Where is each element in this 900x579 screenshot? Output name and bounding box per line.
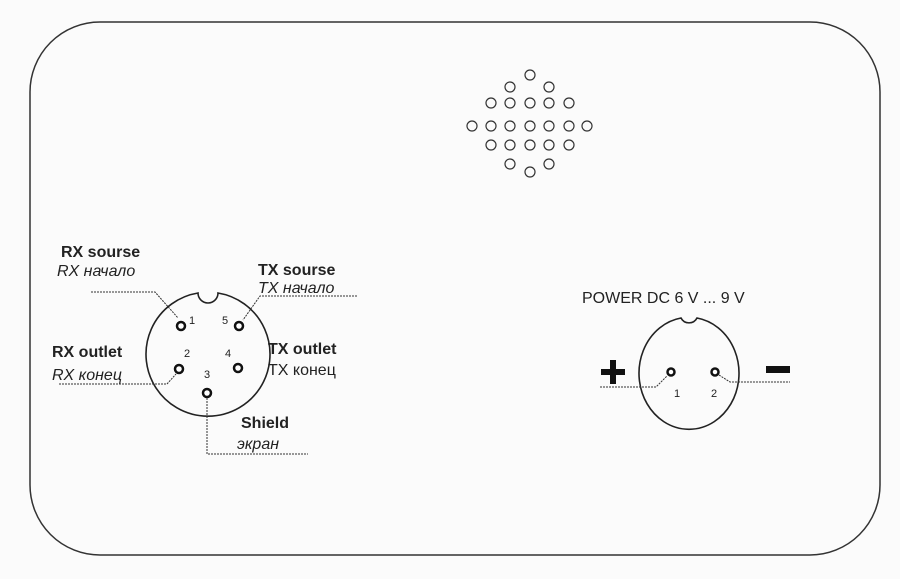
pin-label-4: 4 xyxy=(225,348,231,360)
grille-hole xyxy=(524,139,536,151)
pin-label-2: 2 xyxy=(184,348,190,360)
grille-hole xyxy=(543,81,555,93)
rx-source-label: RX sourse xyxy=(61,244,140,261)
grille-hole xyxy=(504,120,516,132)
power-connector: POWER DC 6 V ... 9 V 1 2 + − xyxy=(582,290,790,431)
grille-hole xyxy=(563,120,575,132)
connector-body xyxy=(145,292,271,417)
pin-1 xyxy=(175,320,187,332)
grille-hole xyxy=(485,139,497,151)
grille-hole xyxy=(581,120,593,132)
pin-1 xyxy=(666,367,676,377)
pin-2 xyxy=(173,363,185,375)
grille-hole xyxy=(543,97,555,109)
pin-label-3: 3 xyxy=(204,369,210,381)
pin-label-1: 1 xyxy=(189,315,195,327)
grille-hole xyxy=(543,120,555,132)
pin-5 xyxy=(233,320,245,332)
grille-hole xyxy=(504,139,516,151)
grille-hole xyxy=(504,158,516,170)
grille-hole xyxy=(563,97,575,109)
speaker-grille xyxy=(466,69,593,178)
rx-outlet-ru-label: RX конец xyxy=(52,367,122,384)
pin-3 xyxy=(201,387,213,399)
grille-hole xyxy=(485,97,497,109)
grille-hole xyxy=(524,120,536,132)
tx-outlet-ru-label: TX конец xyxy=(268,362,336,379)
power-title: POWER DC 6 V ... 9 V xyxy=(582,290,745,307)
minus-icon xyxy=(766,366,790,373)
grille-hole xyxy=(524,97,536,109)
pin-4 xyxy=(232,362,244,374)
grille-hole xyxy=(466,120,478,132)
connector-body xyxy=(638,317,740,431)
grille-hole xyxy=(543,158,555,170)
rx-source-ru-label: RX начало xyxy=(57,263,135,280)
grille-hole xyxy=(524,166,536,178)
rx-outlet-label: RX outlet xyxy=(52,344,123,361)
pin-label-5: 5 xyxy=(222,315,228,327)
shield-ru-label: экран xyxy=(237,436,279,453)
grille-hole xyxy=(504,81,516,93)
pin-label-1: 1 xyxy=(674,388,680,400)
tx-outlet-label: TX outlet xyxy=(268,341,337,358)
grille-hole xyxy=(524,69,536,81)
grille-hole xyxy=(485,120,497,132)
pin-label-2: 2 xyxy=(711,388,717,400)
pin-2 xyxy=(710,367,720,377)
signal-connector: 1 2 3 4 5 RX sourse RX начало TX sourse … xyxy=(52,244,357,455)
grille-hole xyxy=(563,139,575,151)
grille-hole xyxy=(543,139,555,151)
shield-label: Shield xyxy=(241,415,289,432)
panel-outline xyxy=(29,21,881,556)
tx-source-label: TX sourse xyxy=(258,262,335,279)
tx-source-ru-label: TX начало xyxy=(258,280,335,297)
grille-hole xyxy=(504,97,516,109)
